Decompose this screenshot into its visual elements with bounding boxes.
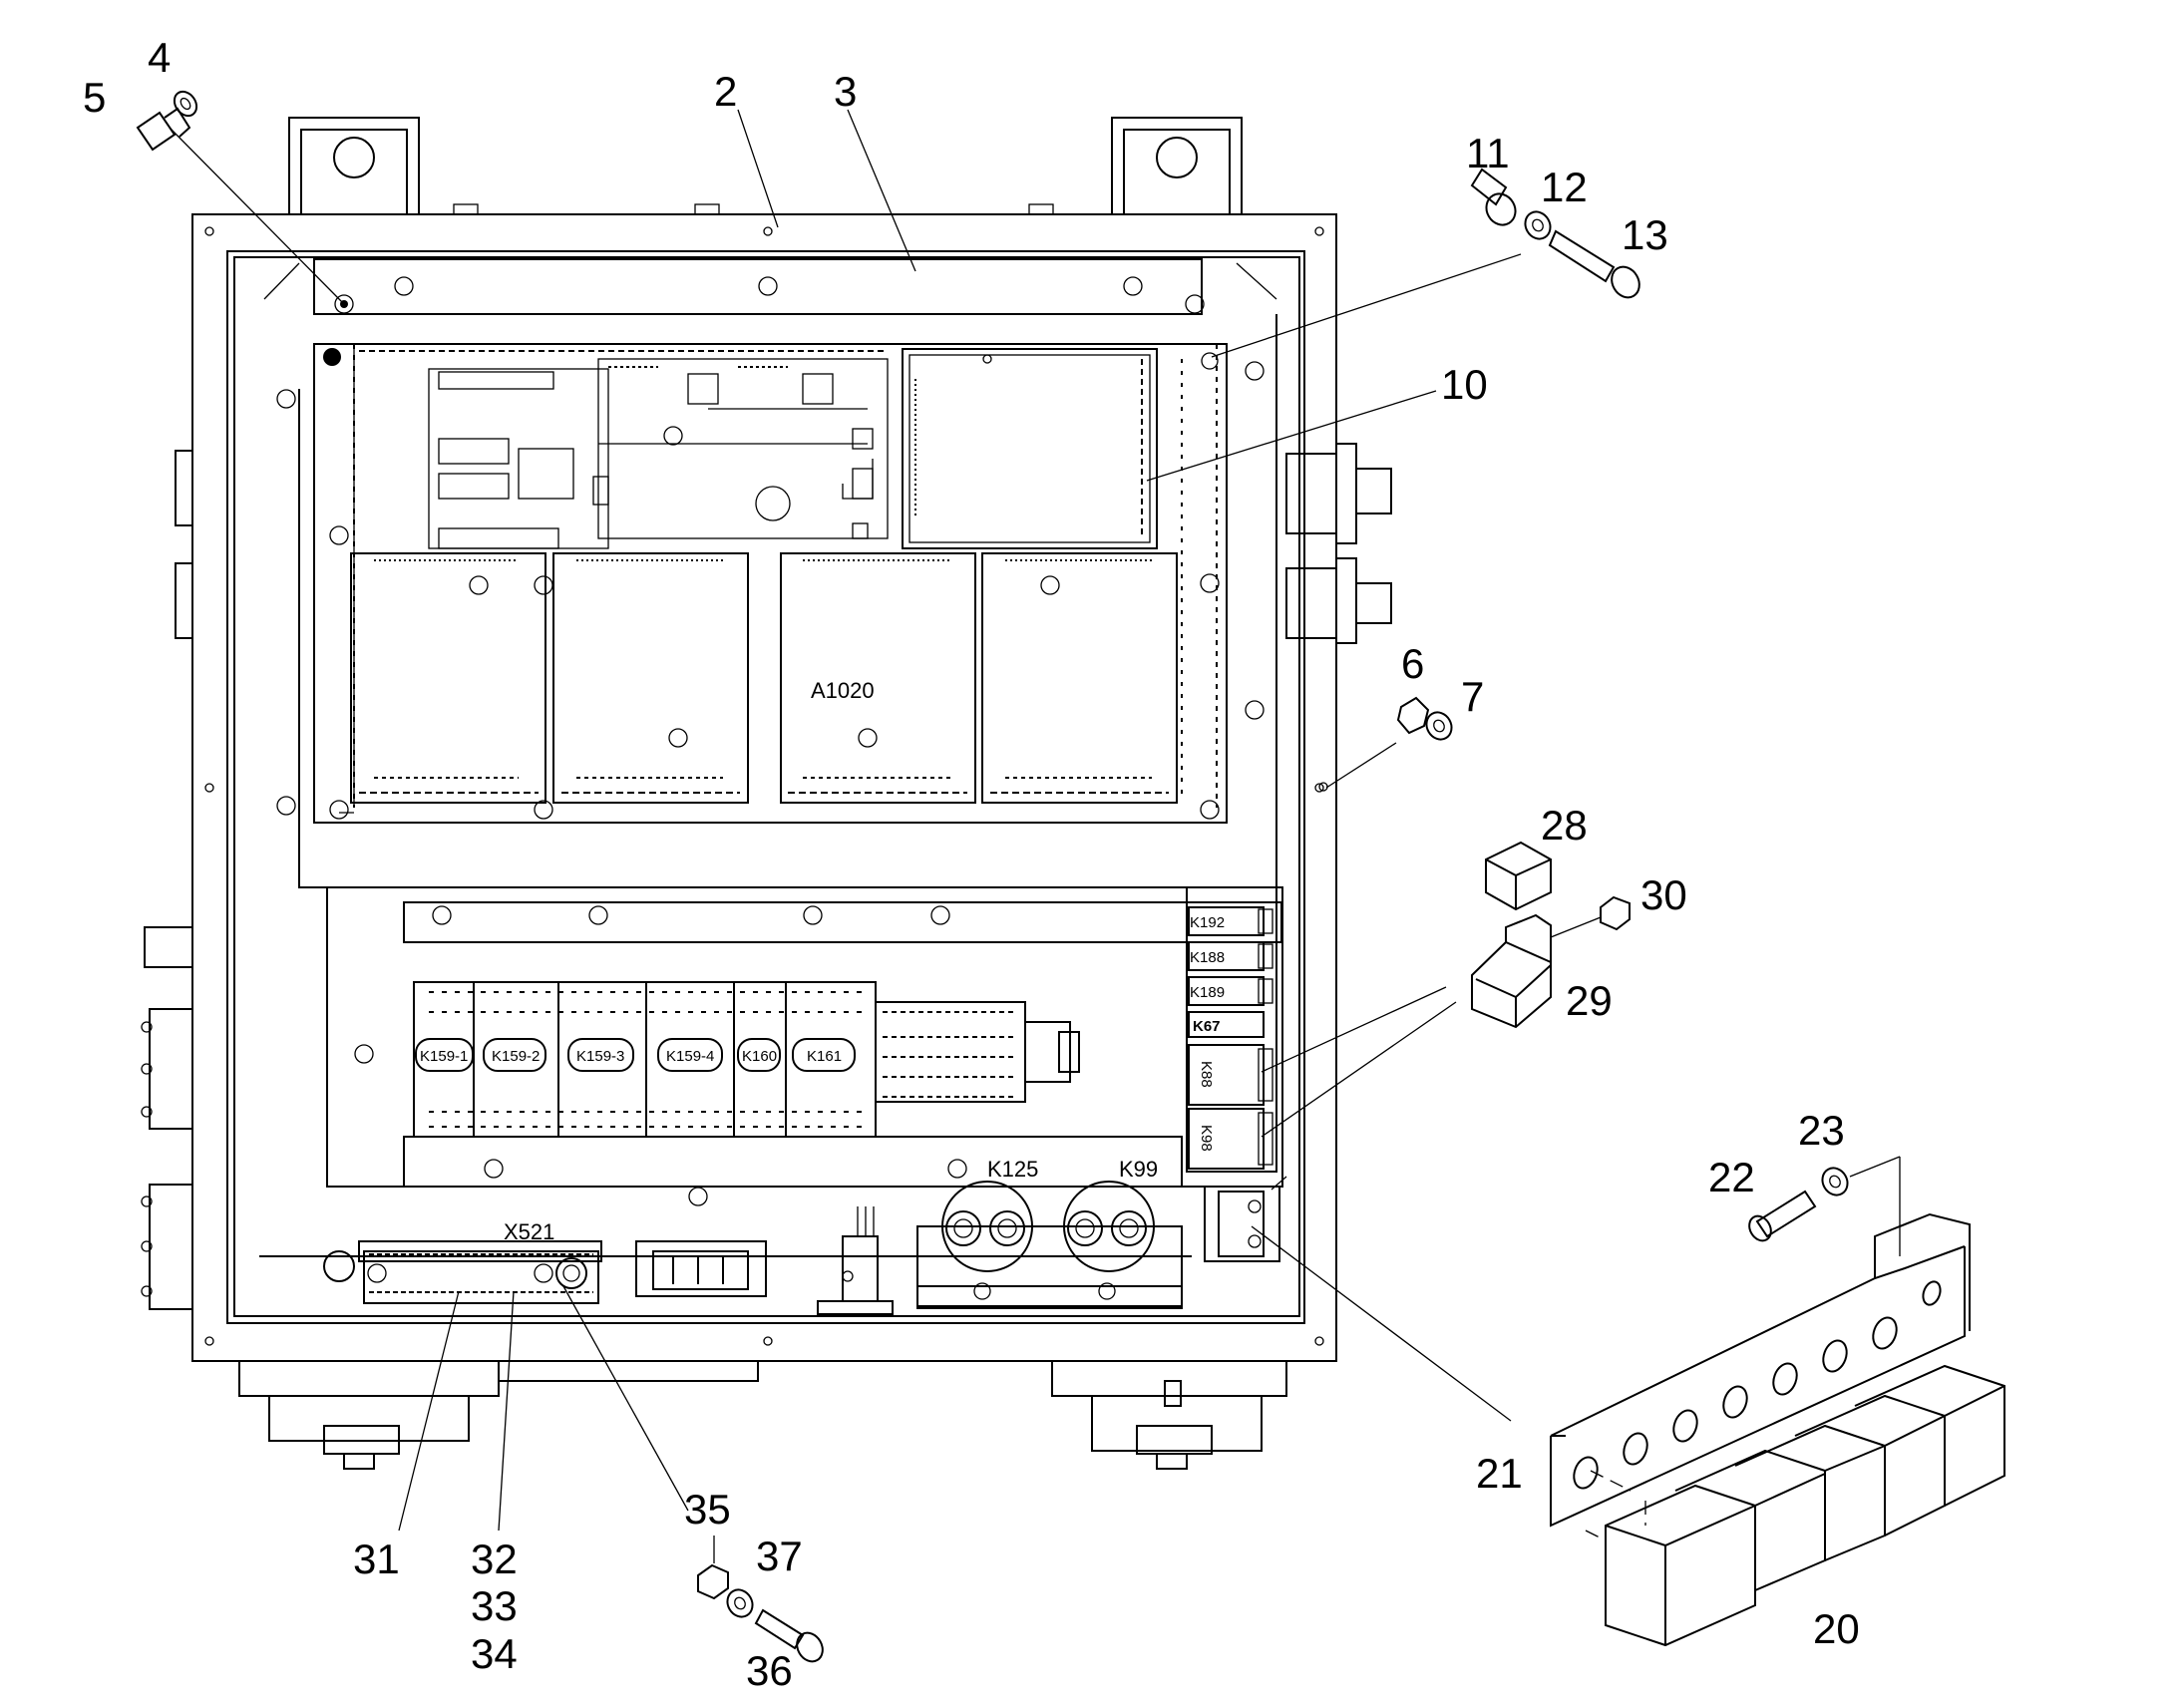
callout-13: 13 bbox=[1622, 211, 1668, 258]
callout-32: 33 bbox=[471, 1582, 518, 1629]
board-label-a1020: A1020 bbox=[811, 678, 875, 703]
callout-2: 2 bbox=[714, 68, 737, 115]
callout-34: 35 bbox=[684, 1486, 731, 1533]
contactor-label-k99: K99 bbox=[1119, 1157, 1158, 1182]
side-relay-label: K188 bbox=[1190, 949, 1225, 966]
top-rail bbox=[313, 258, 1205, 315]
enclosure bbox=[141, 213, 1392, 1470]
callout-numbers: 4 5 2 3 11 12 13 10 6 7 28 30 29 23 22 2… bbox=[83, 34, 1860, 1694]
callout-36: 37 bbox=[756, 1533, 803, 1579]
callout-29: 30 bbox=[1640, 871, 1687, 918]
top-mounting-lugs bbox=[288, 117, 1243, 215]
callout-35: 36 bbox=[746, 1647, 793, 1694]
side-relay-label: K98 bbox=[1198, 1125, 1215, 1152]
side-relay-label: K67 bbox=[1193, 1018, 1221, 1035]
relay-label: K159-3 bbox=[576, 1048, 624, 1065]
terminal-strip-label-x521: X521 bbox=[504, 1219, 554, 1244]
callout-7: 7 bbox=[1461, 673, 1484, 720]
callout-6: 6 bbox=[1401, 640, 1424, 687]
relay-label: K159-1 bbox=[420, 1048, 468, 1065]
relay-label: K159-4 bbox=[666, 1048, 714, 1065]
side-relay-label: K189 bbox=[1190, 984, 1225, 1001]
mounting-plate-screws bbox=[276, 361, 1265, 816]
callout-10: 10 bbox=[1441, 361, 1488, 408]
contactor-label-k125: K125 bbox=[987, 1157, 1038, 1182]
callout-3: 3 bbox=[834, 68, 857, 115]
relay-label: K159-2 bbox=[492, 1048, 540, 1065]
mounting-plate bbox=[298, 314, 1277, 888]
relay-label: K161 bbox=[807, 1048, 842, 1065]
callout-20: 20 bbox=[1813, 1605, 1860, 1652]
exploded-hardware bbox=[136, 90, 2005, 1663]
relay-label: K160 bbox=[742, 1048, 777, 1065]
callout-4: 4 bbox=[148, 34, 171, 81]
callout-33: 34 bbox=[471, 1630, 518, 1677]
control-board-a1020: A1020 bbox=[313, 343, 1228, 824]
side-relay-label: K192 bbox=[1190, 914, 1225, 931]
side-relay-label: K88 bbox=[1198, 1061, 1215, 1088]
callout-12: 12 bbox=[1541, 164, 1588, 210]
bottom-section: X521 K125 K99 bbox=[259, 1157, 1287, 1315]
callout-11: 11 bbox=[1466, 130, 1510, 176]
callout-23: 23 bbox=[1798, 1107, 1845, 1154]
callout-22: 22 bbox=[1708, 1154, 1755, 1200]
leader-lines bbox=[169, 109, 1901, 1563]
callout-27: 28 bbox=[1541, 802, 1588, 849]
callout-5: 5 bbox=[83, 74, 106, 121]
callout-30: 31 bbox=[353, 1536, 400, 1582]
callout-31: 32 bbox=[471, 1536, 518, 1582]
callout-21: 21 bbox=[1476, 1450, 1523, 1497]
callout-28: 29 bbox=[1566, 977, 1613, 1024]
relay-section: K159-1 K159-2 K159-3 K159-4 K160 K161 K bbox=[326, 886, 1283, 1206]
